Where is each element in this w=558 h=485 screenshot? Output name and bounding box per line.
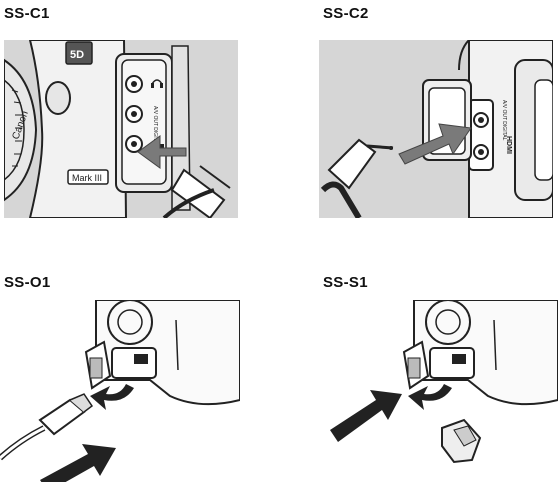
panel-label-ss-c1: SS-C1 bbox=[4, 5, 50, 22]
ss-c1-mark-badge: Mark III bbox=[72, 173, 102, 183]
ss-o1-illustration bbox=[0, 300, 240, 482]
ss-c1-port-text: A/V OUT DIGITAL bbox=[152, 106, 158, 147]
panel-label-ss-s1: SS-S1 bbox=[323, 274, 368, 291]
arrow-icon bbox=[330, 390, 402, 442]
ss-c2-port-text: A/V OUT DIGITAL bbox=[501, 100, 507, 141]
arrow-icon bbox=[137, 135, 187, 169]
arrow-icon bbox=[40, 444, 116, 482]
curved-arrow-icon bbox=[90, 384, 134, 410]
ss-c1-model-5d: 5D bbox=[70, 49, 84, 61]
panel-label-ss-o1: SS-O1 bbox=[4, 274, 51, 291]
ss-c2-illustration: A/V OUT DIGITAL HDMI bbox=[319, 40, 553, 218]
ss-c1-illustration: Canon 5D Mark III A/V OUT DIGITAL bbox=[4, 40, 238, 218]
headphone-icon bbox=[151, 79, 163, 88]
curved-arrow-icon bbox=[408, 384, 452, 410]
ss-s1-illustration bbox=[318, 300, 558, 482]
arrow-icon bbox=[398, 123, 472, 165]
ss-c2-hdmi-text: HDMI bbox=[505, 136, 512, 154]
panel-label-ss-c2: SS-C2 bbox=[323, 5, 369, 22]
